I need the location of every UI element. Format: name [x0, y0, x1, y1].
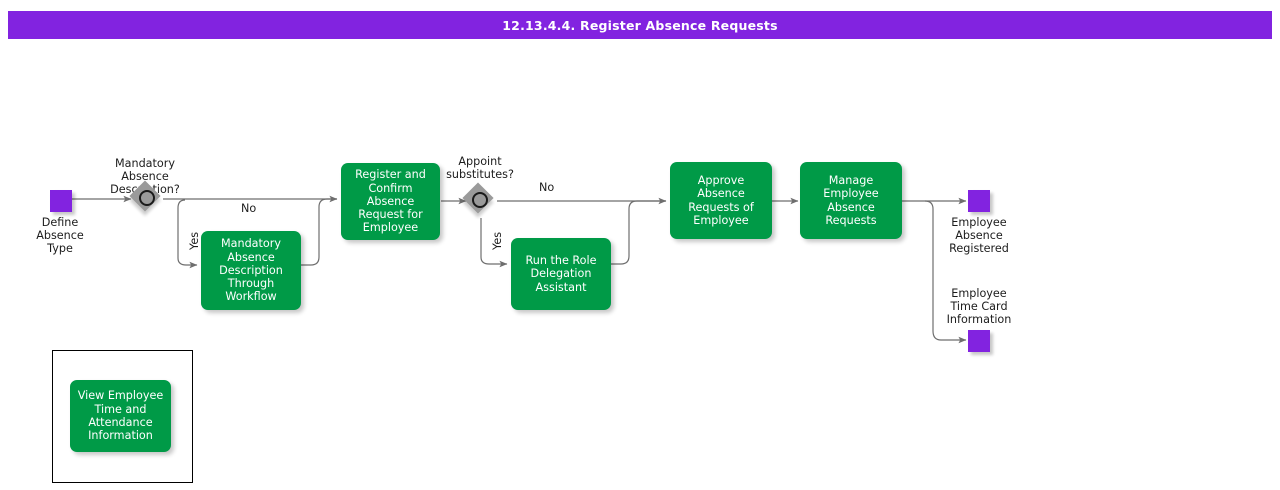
- start-event-define-absence-type-label: Define Absence Type: [36, 216, 84, 256]
- task-register-confirm-absence-request-label: Register and Confirm Absence Request for…: [355, 168, 426, 235]
- task-approve-absence-requests-label: Approve Absence Requests of Employee: [688, 173, 754, 227]
- task-manage-employee-absence-requests[interactable]: Manage Employee Absence Requests: [800, 162, 902, 239]
- end-event-employee-absence-registered-label: Employee Absence Registered: [949, 216, 1009, 256]
- edge-gateway2-yes: [480, 218, 508, 268]
- page-title-bar: 12.13.4.4. Register Absence Requests: [8, 11, 1272, 39]
- edge-mandatory-task-rejoin: [301, 198, 337, 266]
- gateway-appoint-substitutes-label: Appoint substitutes?: [446, 155, 514, 182]
- task-register-confirm-absence-request[interactable]: Register and Confirm Absence Request for…: [341, 163, 440, 240]
- edge-label-gateway2-no: No: [539, 181, 555, 194]
- edge-runrole-rejoin: [611, 200, 666, 265]
- inclusive-gateway-circle-icon: [139, 190, 155, 206]
- end-event-employee-time-card-information[interactable]: [968, 330, 990, 352]
- task-view-employee-time-attendance-label: View Employee Time and Attendance Inform…: [77, 389, 164, 443]
- edge-label-gateway1-yes: Yes: [188, 231, 201, 250]
- edge-label-gateway1-no: No: [241, 202, 257, 215]
- task-mandatory-absence-description-workflow[interactable]: Mandatory Absence Description Through Wo…: [201, 231, 301, 310]
- inclusive-gateway-circle-icon: [472, 192, 488, 208]
- gateway-appoint-substitutes[interactable]: [462, 182, 498, 218]
- task-view-employee-time-attendance[interactable]: View Employee Time and Attendance Inform…: [70, 380, 171, 452]
- page-title: 12.13.4.4. Register Absence Requests: [502, 17, 778, 33]
- task-run-role-delegation-assistant-label: Run the Role Delegation Assistant: [525, 254, 597, 294]
- edge-manage-to-end-timecard: [924, 200, 967, 344]
- task-manage-employee-absence-requests-label: Manage Employee Absence Requests: [823, 173, 879, 227]
- end-event-employee-absence-registered[interactable]: [968, 190, 990, 212]
- task-approve-absence-requests[interactable]: Approve Absence Requests of Employee: [670, 162, 772, 239]
- start-event-define-absence-type[interactable]: [50, 190, 72, 212]
- task-run-role-delegation-assistant[interactable]: Run the Role Delegation Assistant: [511, 238, 611, 310]
- task-mandatory-absence-description-workflow-label: Mandatory Absence Description Through Wo…: [219, 237, 283, 304]
- edge-label-gateway2-yes: Yes: [491, 231, 504, 250]
- gateway-mandatory-absence-description[interactable]: [129, 180, 165, 216]
- edge-gateway1-yes: [177, 199, 198, 269]
- end-event-employee-time-card-information-label: Employee Time Card Information: [946, 287, 1012, 327]
- gateway-mandatory-absence-description-label: Mandatory Absence Description?: [110, 157, 180, 196]
